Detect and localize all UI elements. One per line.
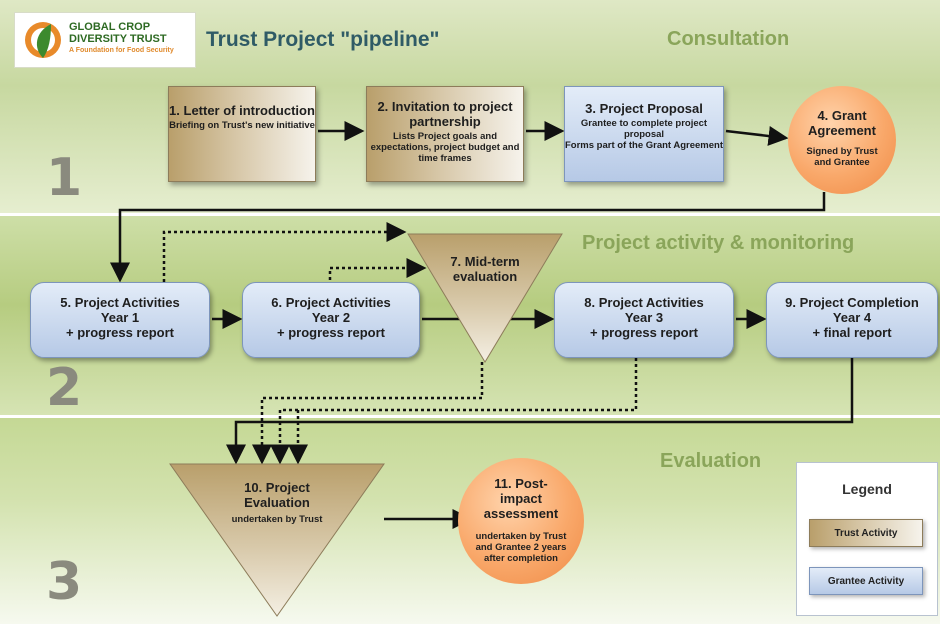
legend: Legend Trust Activity Grantee Activity xyxy=(796,462,938,616)
legend-trust-activity: Trust Activity xyxy=(809,519,923,547)
step-1-letter-of-introduction: 1. Letter of introduction Briefing on Tr… xyxy=(168,86,316,182)
step-5-line2: Year 1 xyxy=(100,310,140,325)
step-6-project-activities: 6. Project Activities Year 2 + progress … xyxy=(242,282,420,358)
step-5-project-activities: 5. Project Activities Year 1 + progress … xyxy=(30,282,210,358)
step-8-project-activities: 8. Project Activities Year 3 + progress … xyxy=(554,282,734,358)
step-8-line3: + progress report xyxy=(589,325,698,340)
step-1-title: 1. Letter of introduction xyxy=(169,103,315,118)
step-2-invitation: 2. Invitation to project partnership Lis… xyxy=(366,86,524,182)
step-9-line3: + final report xyxy=(812,325,892,340)
step-7-triangle-shape xyxy=(407,233,563,363)
step-11-subtitle: undertaken by Trust and Grantee 2 years … xyxy=(475,531,567,564)
step-3-subtitle-2: Forms part of the Grant Agreement xyxy=(565,140,724,151)
step-9-line2: Year 4 xyxy=(832,310,872,325)
trust-logo: GLOBAL CROP DIVERSITY TRUST A Foundation… xyxy=(14,12,196,68)
step-2-subtitle: Lists Project goals and expectations, pr… xyxy=(370,131,520,164)
step-4-title: 4. Grant Agreement xyxy=(808,108,876,138)
step-8-line2: Year 3 xyxy=(624,310,664,325)
step-11-post-impact-assessment: 11. Post-impact assessment undertaken by… xyxy=(458,458,584,584)
step-10-subtitle: undertaken by Trust xyxy=(231,514,323,525)
step-3-subtitle-1: Grantee to complete project proposal xyxy=(580,118,708,140)
section-title-activity: Project activity & monitoring xyxy=(582,232,855,254)
section-number-1: 1 xyxy=(46,148,83,208)
step-10-triangle-shape xyxy=(169,463,385,617)
step-6-line3: + progress report xyxy=(276,325,385,340)
step-4-subtitle: Signed by Trust and Grantee xyxy=(806,146,878,168)
diagram-title: Trust Project "pipeline" xyxy=(206,28,440,51)
legend-grantee-activity: Grantee Activity xyxy=(809,567,923,595)
step-7-mid-term-evaluation: 7. Mid-term evaluation xyxy=(432,254,538,284)
step-5-line3: + progress report xyxy=(65,325,174,340)
section-divider xyxy=(0,415,940,418)
step-7-title: 7. Mid-term evaluation xyxy=(450,254,520,284)
section-number-3: 3 xyxy=(46,552,83,612)
step-10-title: 10. Project Evaluation xyxy=(244,480,310,510)
step-4-grant-agreement: 4. Grant Agreement Signed by Trust and G… xyxy=(788,86,896,194)
logo-line1: GLOBAL CROP xyxy=(69,21,151,33)
section-divider xyxy=(0,213,940,216)
section-title-evaluation: Evaluation xyxy=(660,450,762,472)
step-9-line1: 9. Project Completion xyxy=(785,295,919,310)
step-1-subtitle: Briefing on Trust's new initiative xyxy=(169,120,315,131)
step-5-line1: 5. Project Activities xyxy=(60,295,180,310)
section-number-2: 2 xyxy=(46,358,83,418)
step-9-project-completion: 9. Project Completion Year 4 + final rep… xyxy=(766,282,938,358)
logo-line2: DIVERSITY TRUST xyxy=(69,33,167,45)
legend-title: Legend xyxy=(842,481,892,497)
section-title-consultation: Consultation xyxy=(667,28,790,50)
step-2-title: 2. Invitation to project partnership xyxy=(377,99,513,129)
step-11-title: 11. Post-impact assessment xyxy=(483,476,559,521)
step-6-line1: 6. Project Activities xyxy=(271,295,391,310)
logo-tagline: A Foundation for Food Security xyxy=(69,47,174,54)
step-3-project-proposal: 3. Project Proposal Grantee to complete … xyxy=(564,86,724,182)
step-10-project-evaluation: 10. Project Evaluation undertaken by Tru… xyxy=(222,480,332,525)
step-8-line1: 8. Project Activities xyxy=(584,295,704,310)
step-3-title: 3. Project Proposal xyxy=(585,101,703,116)
leaf-logo-icon xyxy=(25,22,61,58)
step-6-line2: Year 2 xyxy=(311,310,351,325)
